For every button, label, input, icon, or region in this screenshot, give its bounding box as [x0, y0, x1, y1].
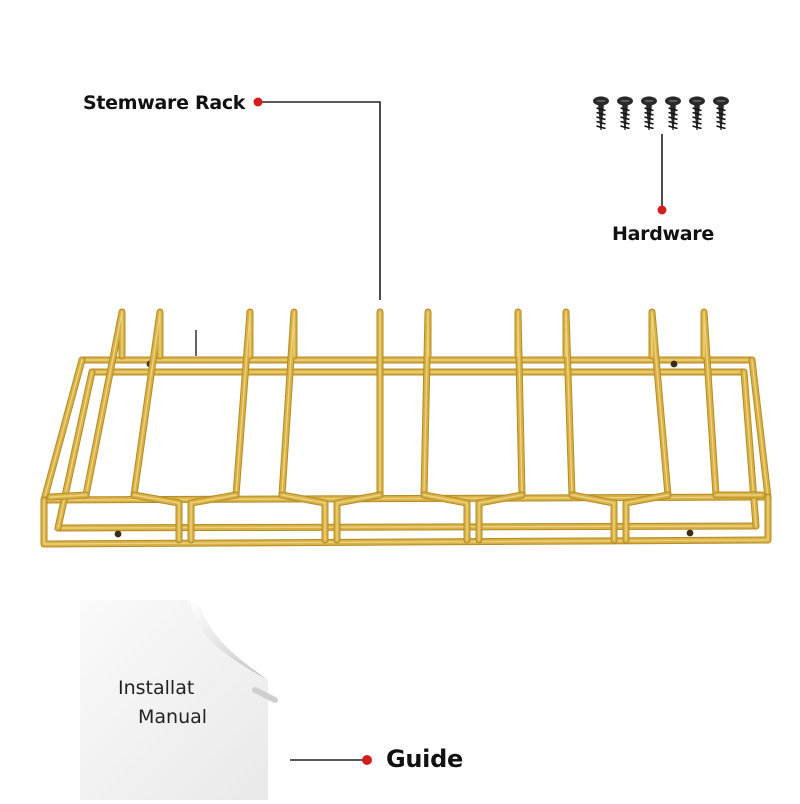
screw-thread — [668, 125, 678, 130]
screw-shaft — [622, 104, 628, 130]
screw-thread — [644, 120, 654, 125]
mounting-hole-3 — [114, 530, 122, 538]
screw-thread — [596, 125, 606, 130]
rail-joint-1-highlight — [133, 494, 237, 541]
screw-icon — [593, 96, 609, 130]
manual-title-line2: Manual — [138, 706, 208, 728]
screw-shaft — [598, 104, 604, 130]
screw-thread — [692, 125, 702, 130]
manual-curl-shadow — [252, 687, 278, 703]
screw-thread — [596, 107, 606, 112]
stemware-rack-label: Stemware Rack — [83, 92, 246, 114]
rail-end-left-highlight — [49, 494, 87, 498]
screw-thread — [644, 107, 654, 112]
screw-thread — [620, 116, 630, 121]
screw-icon — [617, 96, 633, 130]
screw-thread — [716, 111, 726, 116]
guide-callout-dot — [362, 755, 372, 765]
hanging-rail-7-highlight — [517, 311, 523, 496]
screw-thread — [716, 107, 726, 112]
screw-thread — [596, 120, 606, 125]
screw-thread — [596, 111, 606, 116]
rail-joint-4-highlight — [571, 494, 669, 541]
hanging-rail-2-highlight — [133, 311, 161, 496]
screw-thread — [692, 116, 702, 121]
screw-thread — [644, 116, 654, 121]
manual-title-line1: Installat — [118, 677, 195, 699]
rack-frame-front-inner-highlight — [57, 525, 757, 529]
rack-frame-left-highlight — [43, 359, 83, 501]
rail-joint-4 — [569, 492, 671, 543]
callouts — [195, 97, 667, 765]
manual-page-curl — [190, 600, 268, 680]
hanging-rail-6-highlight — [423, 311, 429, 496]
screw-thread — [620, 107, 630, 112]
screw-shaft — [718, 104, 724, 130]
stemware-callout-line — [258, 101, 381, 300]
rail-joint-3-highlight — [423, 494, 523, 541]
screw-thread — [692, 107, 702, 112]
manual-page-fold-back — [190, 600, 268, 680]
screw-icon — [665, 96, 681, 130]
mounting-hole-4 — [686, 529, 694, 537]
screw-thread — [668, 116, 678, 121]
hanging-rail-8-highlight — [565, 311, 573, 496]
hanging-rail-4-highlight — [281, 311, 295, 496]
hardware-screws — [593, 96, 729, 130]
hanging-rail-9-highlight — [651, 311, 669, 496]
screw-icon — [713, 96, 729, 130]
hardware-callout-dot — [657, 205, 667, 215]
screw-thread — [596, 116, 606, 121]
screw-thread — [620, 120, 630, 125]
rack-frame-front-shadow — [40, 493, 772, 548]
screw-shaft — [670, 104, 676, 130]
screw-icon — [689, 96, 705, 130]
rack-frame-front — [41, 494, 771, 547]
guide-label: Guide — [386, 745, 463, 773]
screw-thread — [668, 107, 678, 112]
installation-manual — [80, 600, 278, 800]
rack-frame-right-highlight — [751, 359, 769, 498]
mounting-hole-2 — [670, 360, 678, 368]
screw-thread — [620, 125, 630, 130]
screw-thread — [692, 120, 702, 125]
screw-shaft — [694, 104, 700, 130]
screw-thread — [716, 116, 726, 121]
screw-thread — [644, 125, 654, 130]
rack-frame-right-inner-highlight — [743, 371, 757, 527]
screw-thread — [716, 120, 726, 125]
rail-joint-4-shadow — [568, 491, 672, 544]
rack-frame-front-highlight — [43, 496, 769, 545]
screw-thread — [644, 111, 654, 116]
hardware-label: Hardware — [612, 223, 714, 245]
rack-frame-left-inner-highlight — [57, 371, 93, 529]
screw-thread — [668, 120, 678, 125]
hanging-rail-10-highlight — [703, 311, 717, 496]
hanging-rail-3-highlight — [235, 311, 251, 496]
screw-thread — [716, 125, 726, 130]
stemware-callout-dot — [253, 97, 263, 107]
screw-shaft — [646, 104, 652, 130]
rail-joint-2-highlight — [281, 494, 381, 541]
screw-thread — [668, 111, 678, 116]
stemware-rack — [40, 308, 772, 548]
hanging-rail-1-highlight — [85, 311, 123, 496]
screw-icon — [641, 96, 657, 130]
screw-thread — [692, 111, 702, 116]
screw-thread — [620, 111, 630, 116]
